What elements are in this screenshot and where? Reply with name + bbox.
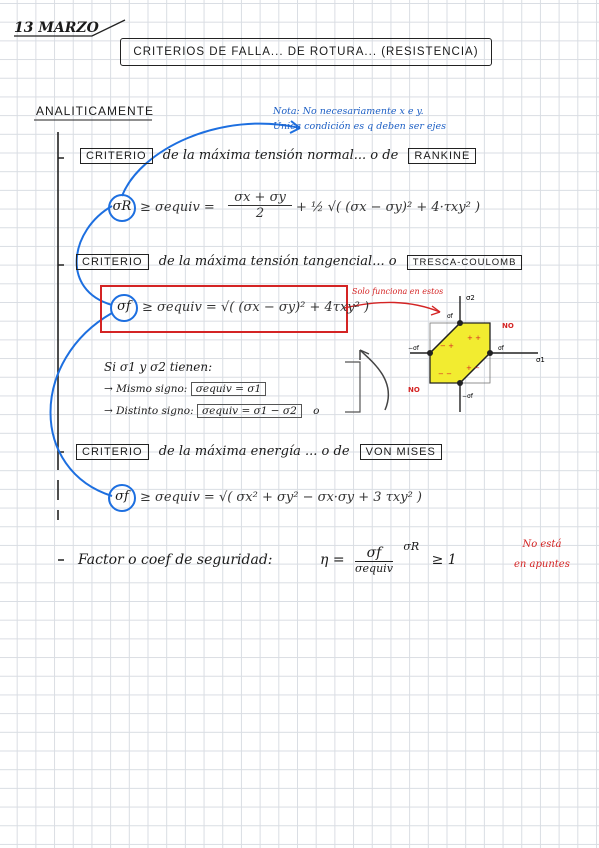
note-line-2: Única condición es q deben ser ejes [273, 121, 446, 132]
tresca-text: de la máxima tensión tangencial... o [158, 254, 397, 269]
red-arrow [343, 301, 441, 313]
factor-formula: η = σf σequiv σR ≥ 1 [320, 540, 457, 575]
blue-curve-3 [49, 312, 113, 497]
blue-curve-2 [75, 205, 113, 306]
rankine-formula-lhs: ≥ σequiv = [140, 200, 215, 215]
quadrant-pp: + + [467, 334, 481, 342]
factor-alt: σR [403, 540, 420, 553]
section-heading: ANALITICAMENTE [36, 104, 155, 118]
blue-note: Nota: No necesariamente x e y. Única con… [273, 104, 446, 134]
rankine-num: σx + σy [228, 190, 292, 206]
vonmises-formula: ≥ σequiv = √( σx² + σy² − σx·σy + 3 τxy²… [140, 490, 422, 505]
factor-cmp: ≥ 1 [431, 552, 457, 568]
no-label-bottom: NO [408, 386, 420, 394]
diagram-left-label: −σf [408, 345, 420, 352]
rankine-formula-rest: + ½ √( (σx − σy)² + 4·τxy² ) [296, 200, 481, 215]
same-sign-row: → Mismo signo: σequiv = σ1 [104, 378, 319, 400]
factor-den: σequiv [355, 562, 393, 575]
vonmises-text: de la máxima energía ... o de [158, 444, 350, 459]
tresca-criterio-label: CRITERIO [76, 254, 149, 270]
rankine-name: RANKINE [408, 148, 477, 164]
si-line: Si σ1 y σ2 tienen: [104, 360, 213, 374]
vonmises-line: CRITERIO de la máxima energía ... o de V… [76, 444, 442, 460]
date: 13 MARZO [14, 20, 99, 36]
curly-arrow [359, 349, 390, 411]
quadrant-mm: − − [438, 370, 452, 378]
red-note: Solo funciona en estos [352, 287, 444, 296]
rankine-text: de la máxima tensión normal... o de [162, 148, 399, 163]
eta-symbol: η = [320, 552, 345, 568]
blue-arrow-1 [121, 122, 301, 197]
red-side-line-1: No está [522, 539, 562, 550]
sign-cases: Si σ1 y σ2 tienen: → Mismo signo: σequiv… [104, 356, 319, 422]
sigma-f-circle-tresca: σf [110, 294, 138, 322]
factor-fraction: σf σequiv [355, 545, 393, 575]
note-line-1: Nota: No necesariamente x e y. [273, 106, 424, 117]
quadrant-pm: + − [466, 364, 480, 372]
vonmises-name: VON MISES [359, 444, 442, 460]
tresca-line: CRITERIO de la máxima tensión tangencial… [76, 254, 523, 270]
diagram-top-label: σf [447, 313, 454, 320]
same-sign-label: → Mismo signo: [104, 383, 188, 395]
red-side-note: No está en apuntes [514, 535, 570, 575]
vonmises-criterio-label: CRITERIO [76, 444, 149, 460]
diagram-right-label: σf [498, 345, 505, 352]
tresca-formula: ≥ σequiv = √( (σx − σy)² + 4τxy² ) [142, 300, 370, 315]
rankine-den: 2 [255, 206, 265, 221]
diagram-sigma2-label: σ2 [466, 294, 475, 302]
diff-sign-label: → Distinto signo: [104, 405, 194, 417]
tresca-red-box [100, 285, 348, 333]
quadrant-mp: − + [440, 342, 454, 350]
no-label-top: NO [502, 322, 514, 330]
page-title: CRITERIOS DE FALLA... DE ROTURA... (RESI… [120, 38, 492, 66]
factor-text: Factor o coef de seguridad: [78, 552, 273, 568]
tresca-diagram: σ2 σ1 σf −σf −σf σf + + − + − − + − NO N… [408, 294, 545, 412]
rankine-criterio-label: CRITERIO [80, 148, 153, 164]
diff-sign-formula: σequiv = σ1 − σ2 [196, 404, 302, 418]
sigma-r-circle: σR [108, 194, 136, 222]
date-underline [14, 19, 126, 37]
diff-sign-row: → Distinto signo: σequiv = σ1 − σ2 o [104, 404, 320, 418]
diagram-sigma1-label: σ1 [536, 356, 545, 364]
rankine-line: CRITERIO de la máxima tensión normal... … [80, 148, 477, 164]
tresca-name: TRESCA-COULOMB [406, 255, 523, 270]
sigma-f-circle-vonmises: σf [108, 484, 136, 512]
red-side-line-2: en apuntes [514, 559, 570, 570]
rankine-fraction: σx + σy 2 [228, 190, 292, 221]
factor-num: σf [355, 545, 393, 562]
same-sign-formula: σequiv = σ1 [190, 382, 267, 396]
diagram-bottom-label: −σf [462, 393, 474, 400]
